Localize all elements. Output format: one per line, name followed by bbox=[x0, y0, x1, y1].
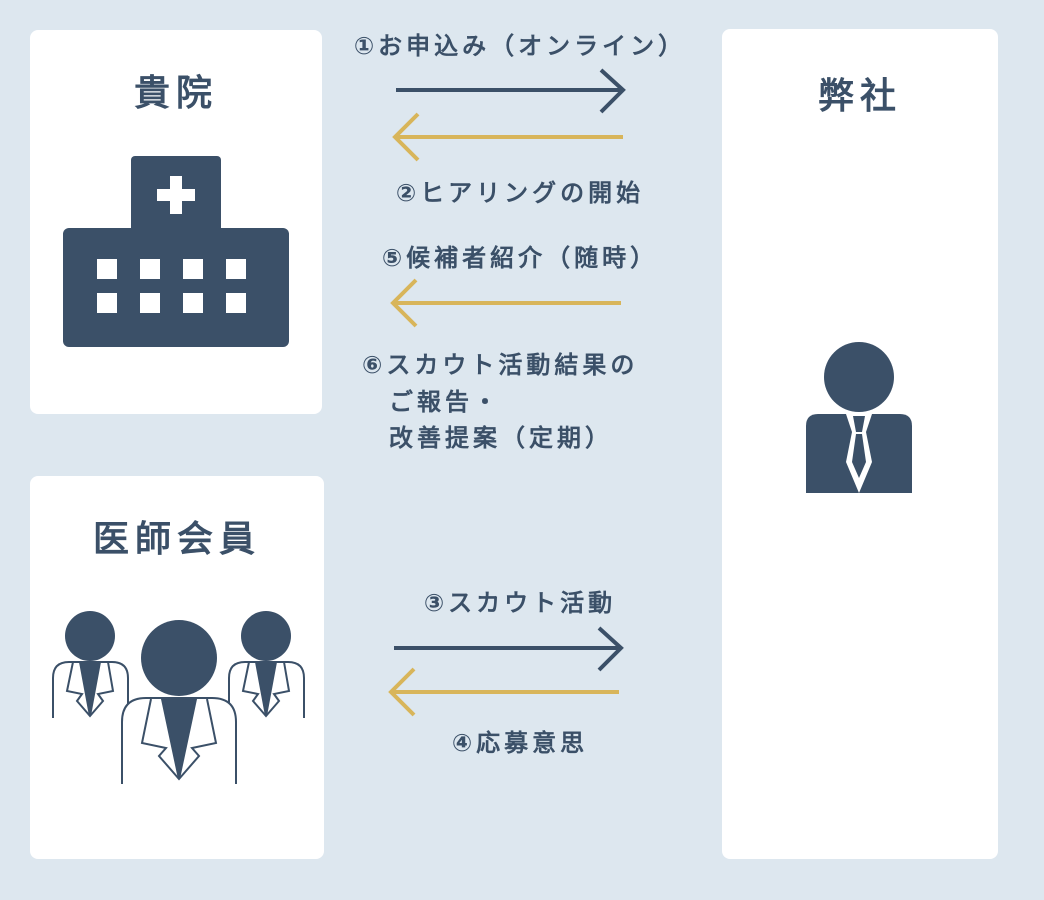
arrow-step5-left bbox=[390, 278, 621, 328]
step1-label: ①お申込み（オンライン） bbox=[353, 32, 687, 60]
step6-label-line3: 改善提案（定期） bbox=[389, 424, 613, 452]
arrow-step1-right bbox=[396, 68, 626, 114]
step2-label: ②ヒアリングの開始 bbox=[395, 179, 645, 207]
step5-label: ⑤候補者紹介（随時） bbox=[381, 244, 659, 272]
hospital-title: 貴院 bbox=[133, 73, 218, 114]
step6-label-line2: ご報告・ bbox=[389, 388, 501, 416]
businessman-icon bbox=[806, 342, 912, 493]
step4-label: ④応募意思 bbox=[451, 729, 589, 757]
arrow-step4-left bbox=[388, 667, 619, 717]
arrow-step3-right bbox=[394, 626, 624, 672]
doctors-title: 医師会員 bbox=[92, 519, 261, 560]
step6-label-line1: ⑥スカウト活動結果の bbox=[362, 351, 639, 379]
hospital-icon bbox=[63, 156, 289, 347]
company-title: 弊社 bbox=[817, 76, 902, 117]
doctors-group-icon bbox=[52, 611, 305, 784]
step3-label: ③スカウト活動 bbox=[423, 589, 617, 617]
arrow-step2-left bbox=[392, 112, 623, 162]
